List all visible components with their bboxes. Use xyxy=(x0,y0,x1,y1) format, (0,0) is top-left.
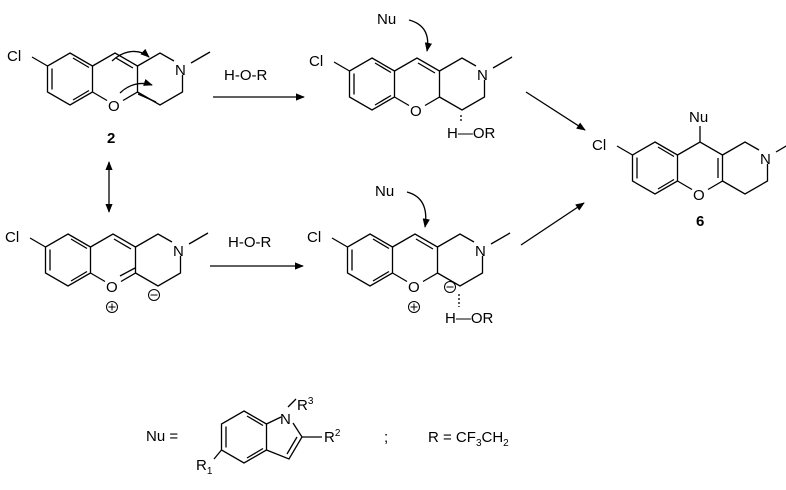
r-definition: R = CF3CH2 xyxy=(428,429,509,449)
positive-charge xyxy=(408,301,420,313)
chlorine-label: Cl xyxy=(307,229,321,246)
nucleophile-label: Nu xyxy=(377,11,396,28)
intermediate-bottom: Cl O N Nu H—OR xyxy=(307,183,511,327)
oxygen-label: O xyxy=(106,279,118,296)
nitrogen-label: N xyxy=(477,67,488,84)
compound-number: 6 xyxy=(696,213,704,230)
chlorine-label: Cl xyxy=(5,229,19,246)
r1-label: R1 xyxy=(196,457,213,477)
compound-2-zwitterion: Cl O N xyxy=(5,229,209,313)
reagent-top: H-O-R xyxy=(224,67,267,84)
intermediate-top: Cl O N Nu H—OR xyxy=(309,11,513,142)
nucleophile-label: Nu xyxy=(689,109,708,126)
compound-number: 2 xyxy=(107,130,115,147)
nucleophile-attack-arrow xyxy=(406,191,430,228)
separator: ; xyxy=(384,429,388,446)
nitrogen-label: N xyxy=(760,151,771,168)
hydrogen-bond-label: H—OR xyxy=(447,125,496,142)
chlorine-label: Cl xyxy=(7,48,21,65)
negative-charge xyxy=(444,281,456,293)
r2-label: R2 xyxy=(324,428,341,446)
r3-label: R3 xyxy=(297,396,314,414)
nucleophile-label: Nu xyxy=(375,183,394,200)
oxygen-label: O xyxy=(693,187,705,204)
compound-2: Cl O N 2 xyxy=(7,48,211,147)
indole-structure xyxy=(213,398,322,464)
reagent-bottom: H-O-R xyxy=(228,234,271,251)
positive-charge xyxy=(106,301,118,313)
hydrogen-bond-label: H—OR xyxy=(445,310,494,327)
chlorine-label: Cl xyxy=(592,137,606,154)
chlorine-label: Cl xyxy=(309,53,323,70)
nu-equals: Nu = xyxy=(146,428,178,445)
negative-charge xyxy=(148,289,160,301)
nitrogen-label: N xyxy=(173,243,184,260)
nucleophile-attack-arrow xyxy=(408,19,433,52)
indole-nitrogen: N xyxy=(280,411,291,428)
oxygen-label: O xyxy=(108,98,120,115)
oxygen-label: O xyxy=(410,103,422,120)
product-6: Cl O N Nu 6 xyxy=(592,109,786,230)
nitrogen-label: N xyxy=(475,243,486,260)
arrow-to-product-top xyxy=(525,91,586,131)
nitrogen-label: N xyxy=(175,62,186,79)
oxygen-label: O xyxy=(408,279,420,296)
nucleophile-definition: Nu = N R3 R2 R1 ; R = CF3CH2 xyxy=(146,396,509,477)
arrow-to-product-bottom xyxy=(520,202,585,246)
